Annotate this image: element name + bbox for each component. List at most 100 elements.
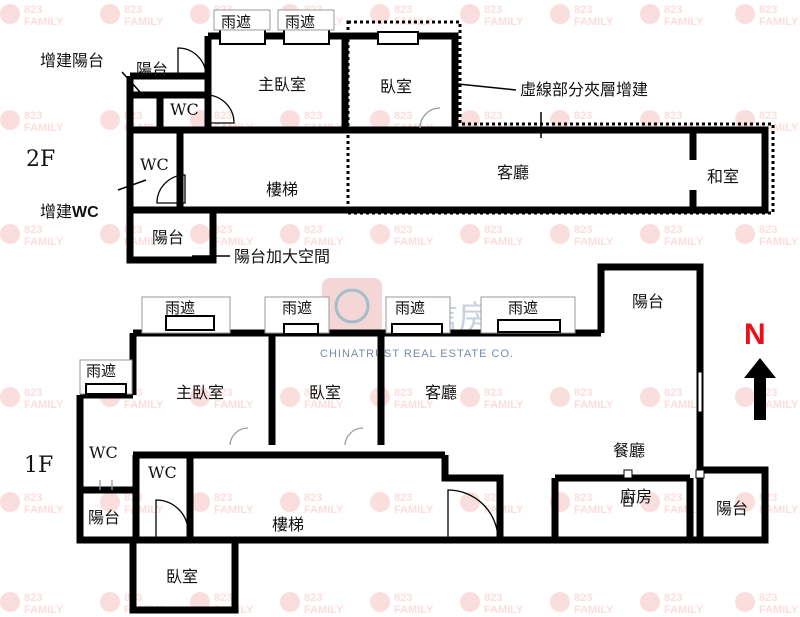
watermark-house-icon bbox=[0, 492, 20, 512]
2f-room-bedroom: 臥室 bbox=[380, 77, 412, 96]
1f-canopy-label: 雨遮 bbox=[165, 299, 195, 317]
watermark-text: 823 bbox=[574, 492, 592, 504]
watermark-text: 823 bbox=[304, 224, 322, 236]
watermark-text: FAMILY bbox=[664, 604, 704, 616]
watermark-house-icon bbox=[370, 592, 390, 612]
1f-room-balcony-w: 陽台 bbox=[88, 508, 120, 527]
2f-door-balcony bbox=[177, 47, 207, 77]
brand-name-en: CHINATRUST REAL ESTATE CO. bbox=[320, 348, 514, 360]
2f-room-master-bed: 主臥室 bbox=[258, 75, 306, 94]
watermark-text: 823 bbox=[24, 110, 42, 122]
north-label: N bbox=[744, 318, 766, 351]
watermark-text: 823 bbox=[304, 492, 322, 504]
watermark-text: 823 bbox=[574, 224, 592, 236]
watermark-text: FAMILY bbox=[759, 16, 799, 28]
watermark-text: FAMILY bbox=[214, 504, 254, 516]
watermark-house-icon bbox=[735, 4, 755, 24]
watermark-text: FAMILY bbox=[394, 604, 434, 616]
watermark-house-icon bbox=[460, 592, 480, 612]
1f-room-stairs: 樓梯 bbox=[272, 515, 304, 534]
1f-room-balcony-ne: 陽台 bbox=[632, 292, 664, 311]
watermark-house-icon bbox=[370, 492, 390, 512]
watermark-text: 823 bbox=[574, 4, 592, 16]
2f-room-wc-b: WC bbox=[140, 155, 169, 174]
watermark-house-icon bbox=[735, 492, 755, 512]
watermark-text: FAMILY bbox=[394, 16, 434, 28]
watermark-text: 823 bbox=[484, 387, 502, 399]
watermark-text: FAMILY bbox=[24, 604, 64, 616]
watermark-text: 823 bbox=[214, 592, 232, 604]
2f-floor-label: 2F bbox=[26, 147, 55, 172]
2f-note-added-balcony: 增建陽台 bbox=[40, 51, 104, 70]
watermark-house-icon bbox=[280, 110, 300, 130]
2f-leader-balcony bbox=[121, 71, 141, 93]
watermark-text: 823 bbox=[759, 110, 777, 122]
watermark-house-icon bbox=[280, 492, 300, 512]
1f-kitchen-marker bbox=[623, 469, 633, 479]
watermark-text: 823 bbox=[664, 492, 682, 504]
watermark-text: 823 bbox=[664, 224, 682, 236]
watermark-text: FAMILY bbox=[664, 399, 704, 411]
watermark-text: 823 bbox=[214, 224, 232, 236]
watermark-text: FAMILY bbox=[214, 399, 254, 411]
1f-canopy-box bbox=[283, 323, 319, 335]
2f-leader-mezzanine bbox=[457, 83, 517, 91]
watermark-text: FAMILY bbox=[24, 236, 64, 248]
watermark-text: FAMILY bbox=[574, 604, 614, 616]
watermark-house-icon bbox=[0, 592, 20, 612]
watermark-text: FAMILY bbox=[304, 399, 344, 411]
watermark-house-icon bbox=[550, 592, 570, 612]
watermark-text: FAMILY bbox=[124, 236, 164, 248]
1f-room-kitchen: 廚房 bbox=[620, 487, 652, 506]
1f-room-bedroom-s: 臥室 bbox=[166, 567, 198, 586]
watermark-text: FAMILY bbox=[574, 236, 614, 248]
1f-canopy-box bbox=[165, 315, 215, 331]
watermark-house-icon bbox=[190, 224, 210, 244]
watermark-house-icon bbox=[100, 592, 120, 612]
1f-canopy-box bbox=[85, 383, 127, 395]
1f-canopy-label: 雨遮 bbox=[508, 299, 538, 317]
2f-room-japanese: 和室 bbox=[707, 167, 739, 186]
brand-logo-icon bbox=[322, 278, 382, 334]
watermark-text: 823 bbox=[484, 110, 502, 122]
watermark-text: FAMILY bbox=[484, 16, 524, 28]
watermark-house-icon bbox=[640, 4, 660, 24]
watermark-text: FAMILY bbox=[574, 504, 614, 516]
watermark-text: 823 bbox=[759, 4, 777, 16]
watermark-text: FAMILY bbox=[484, 604, 524, 616]
watermark-house-icon bbox=[190, 4, 210, 24]
watermark-text: FAMILY bbox=[484, 236, 524, 248]
2f-canopy-label: 雨遮 bbox=[221, 13, 251, 31]
watermark-text: FAMILY bbox=[124, 504, 164, 516]
floor-2-plan: 雨遮 雨遮 陽台 主臥室 WC 臥室 WC 樓梯 客廳 和室 陽台 2F 增建陽… bbox=[26, 9, 775, 266]
watermark-text: 823 bbox=[24, 592, 42, 604]
watermark-house-icon bbox=[100, 224, 120, 244]
watermark-text: 823 bbox=[304, 592, 322, 604]
watermark-text: 823 bbox=[214, 110, 232, 122]
watermark-text: 823 bbox=[574, 110, 592, 122]
north-indicator: N bbox=[744, 318, 776, 420]
2f-room-stairs: 樓梯 bbox=[266, 180, 298, 199]
watermark-text: FAMILY bbox=[664, 236, 704, 248]
watermark-text: 823 bbox=[214, 387, 232, 399]
watermark-text: 823 bbox=[394, 492, 412, 504]
watermark-house-icon bbox=[550, 4, 570, 24]
watermark-house-icon bbox=[735, 224, 755, 244]
watermark-text: 823 bbox=[664, 592, 682, 604]
2f-room-balcony: 陽台 bbox=[152, 228, 184, 247]
